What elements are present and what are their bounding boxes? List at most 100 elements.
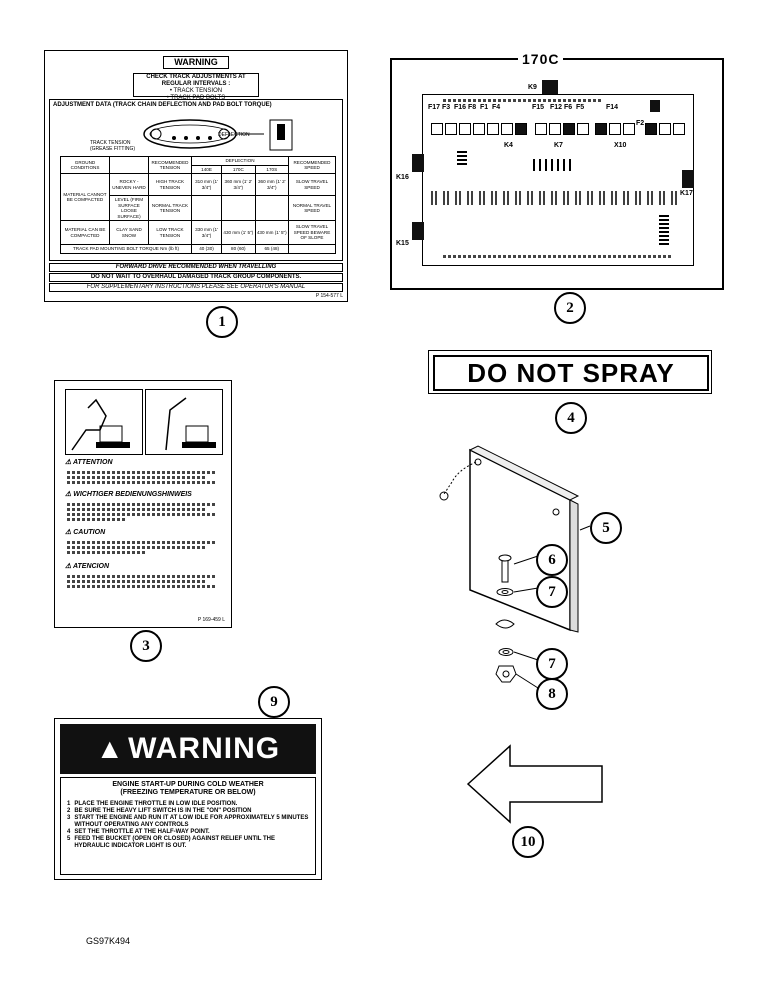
table-cell: CLAY SAND SNOW xyxy=(109,220,149,245)
table-cell: 430 mm (1' 5") xyxy=(254,220,290,245)
table-cell: LEVEL (FIRM SURFACE LOOSE SURFACE) xyxy=(109,195,149,221)
warning-triangle-icon: ▲ xyxy=(95,733,124,764)
table-subheader: 170S xyxy=(254,164,290,174)
label-K16: K16 xyxy=(396,174,409,181)
table-cell: NORMAL TRACK TENSION xyxy=(148,195,192,221)
decal1-footer-line: FOR SUPPLEMENTARY INSTRUCTIONS PLEASE SE… xyxy=(49,283,343,292)
table-cell: TRACK PAD MOUNTING BOLT TORQUE Nm (lb ft… xyxy=(60,244,192,254)
step-text: FEED THE BUCKET (OPEN OR CLOSED) AGAINST… xyxy=(74,836,276,849)
callout-3: 3 xyxy=(130,630,162,662)
label-K17: K17 xyxy=(680,190,693,197)
table-cell: 360 mm (1' 2' 3/4") xyxy=(254,173,290,196)
decal1-title: WARNING xyxy=(163,56,229,69)
caution-heading: ⚠ CAUTION xyxy=(65,529,106,536)
decal1-header-box: CHECK TRACK ADJUSTMENTS AT REGULAR INTER… xyxy=(133,73,259,101)
step-text: SET THE THROTTLE AT THE HALF-WAY POINT. xyxy=(74,829,210,835)
wichtiger-heading: ⚠ WICHTIGER BEDIENUNGSHINWEIS xyxy=(65,491,192,498)
callout-1: 1 xyxy=(206,306,238,338)
step-text: START THE ENGINE AND RUN IT AT LOW IDLE … xyxy=(74,815,309,828)
table-cell: 40 (30) xyxy=(190,244,223,254)
step-number: 4 xyxy=(67,829,71,835)
table-cell: 80 (60) xyxy=(221,244,256,254)
decal1-header-line: • TRACK TENSION xyxy=(169,88,223,94)
fuse-relay-decal: 170C K9 F17 F3 F16 F8 F1 F4 F15 F12 F6 F… xyxy=(390,51,724,290)
figure-id: GS97K494 xyxy=(86,936,131,946)
table-cell: 310 mm (1' 3/4") xyxy=(190,173,223,196)
step-text: BE SURE THE HEAVY LIFT SWITCH IS IN THE … xyxy=(74,808,252,814)
table-cell: SLOW TRAVEL SPEED xyxy=(288,173,336,196)
step-number: 2 xyxy=(67,808,71,814)
label-F8: F8 xyxy=(468,104,477,111)
step-number: 1 xyxy=(67,801,71,807)
cold-weather-warning-decal: ▲ WARNING ENGINE START-UP DURING COLD WE… xyxy=(54,718,322,880)
table-cell: MATERIAL CAN BE COMPACTED xyxy=(60,220,110,245)
table-cell: LOW TRACK TENSION xyxy=(148,220,192,245)
excavator-pictogram-right xyxy=(145,389,223,455)
decal1-footer-line: DO NOT WAIT TO OVERHAUL DAMAGED TRACK GR… xyxy=(49,273,343,282)
label-K9: K9 xyxy=(528,84,537,91)
table-cell: 430 mm (1' 5") xyxy=(221,220,256,245)
label-F1: F1 xyxy=(480,104,489,111)
arrow-decal xyxy=(466,744,603,824)
label-F4: F4 xyxy=(492,104,501,111)
attention-heading: ⚠ ATTENTION xyxy=(65,459,113,466)
step-text: PLACE THE ENGINE THROTTLE IN LOW IDLE PO… xyxy=(74,801,238,807)
callout-9: 9 xyxy=(258,686,290,718)
table-cell: 360 mm (1' 2' 3/4") xyxy=(221,173,256,196)
label-F3: F3 xyxy=(442,104,451,111)
track-diagram xyxy=(143,119,293,151)
label-K7: K7 xyxy=(554,142,563,149)
wichtiger-text: WICHTIGER BEDIENUNGSHINWEIS xyxy=(73,491,192,498)
manual-holder-illustration xyxy=(439,445,591,689)
table-cell: HIGH TRACK TENSION xyxy=(148,173,192,196)
table-subheader: 170C xyxy=(221,164,256,174)
multilanguage-caution-decal: ⚠ ATTENTION ⚠ WICHTIGER BEDIENUNGSHINWEI… xyxy=(54,380,232,628)
table-header: GROUND CONDITIONS xyxy=(60,156,110,174)
label-F15: F15 xyxy=(532,104,545,111)
decal1-part-number: P 154-577 L xyxy=(315,293,343,299)
fuse-grid xyxy=(431,191,681,205)
table-header: RECOMMENDED TENSION xyxy=(148,156,192,174)
callout-8: 8 xyxy=(536,678,568,710)
callout-4: 4 xyxy=(555,402,587,434)
step-number: 3 xyxy=(67,815,71,821)
decal1-adjust-title: ADJUSTMENT DATA (TRACK CHAIN DEFLECTION … xyxy=(53,102,272,108)
callout-5: 5 xyxy=(590,512,622,544)
callout-7b: 7 xyxy=(536,648,568,680)
caution-text: CAUTION xyxy=(73,529,106,536)
adjustment-table: GROUND CONDITIONS RECOMMENDED TENSION DE… xyxy=(60,156,336,254)
label-F5: F5 xyxy=(576,104,585,111)
table-cell: ROCKY - UNEVEN HARD xyxy=(109,173,149,196)
table-cell: NORMAL TRAVEL SPEED xyxy=(288,195,336,221)
warning-banner: ▲ WARNING xyxy=(60,724,316,774)
table-subheader: 140E xyxy=(190,164,223,174)
label-X10: X10 xyxy=(614,142,627,149)
fuse-board xyxy=(422,94,694,266)
decal1-footer-line: FORWARD DRIVE RECOMMENDED WHEN TRAVELLIN… xyxy=(49,263,343,272)
table-cell: MATERIAL CANNOT BE COMPACTED xyxy=(60,173,110,221)
warning-title: WARNING xyxy=(128,732,281,765)
step-number: 5 xyxy=(67,836,71,842)
atencion-heading: ⚠ ATENCION xyxy=(65,563,110,570)
decal1-header-line: CHECK TRACK ADJUSTMENTS AT REGULAR INTER… xyxy=(146,74,246,87)
callout-6: 6 xyxy=(536,544,568,576)
warning-body: ENGINE START-UP DURING COLD WEATHER (FRE… xyxy=(60,777,316,875)
table-header: DEFLECTION xyxy=(191,156,289,166)
atencion-text: ATENCION xyxy=(72,563,110,570)
callout-2: 2 xyxy=(554,292,586,324)
label-F12: F12 xyxy=(550,104,563,111)
table-cell: SLOW TRAVEL SPEED BEWARE OF SLOPE xyxy=(288,220,336,245)
decal1-header-line: • TRACK PAD BOLTS xyxy=(166,95,226,101)
label-F6: F6 xyxy=(564,104,573,111)
label-K4: K4 xyxy=(504,142,513,149)
label-F14: F14 xyxy=(606,104,619,111)
label-K15: K15 xyxy=(396,240,409,247)
track-tension-label: TRACK TENSION (GREASE FITTING) xyxy=(90,140,135,152)
label-F16: F16 xyxy=(454,104,467,111)
do-not-spray-decal: DO NOT SPRAY xyxy=(428,350,712,394)
attention-text: ATTENTION xyxy=(72,459,113,466)
callout-7a: 7 xyxy=(536,576,568,608)
